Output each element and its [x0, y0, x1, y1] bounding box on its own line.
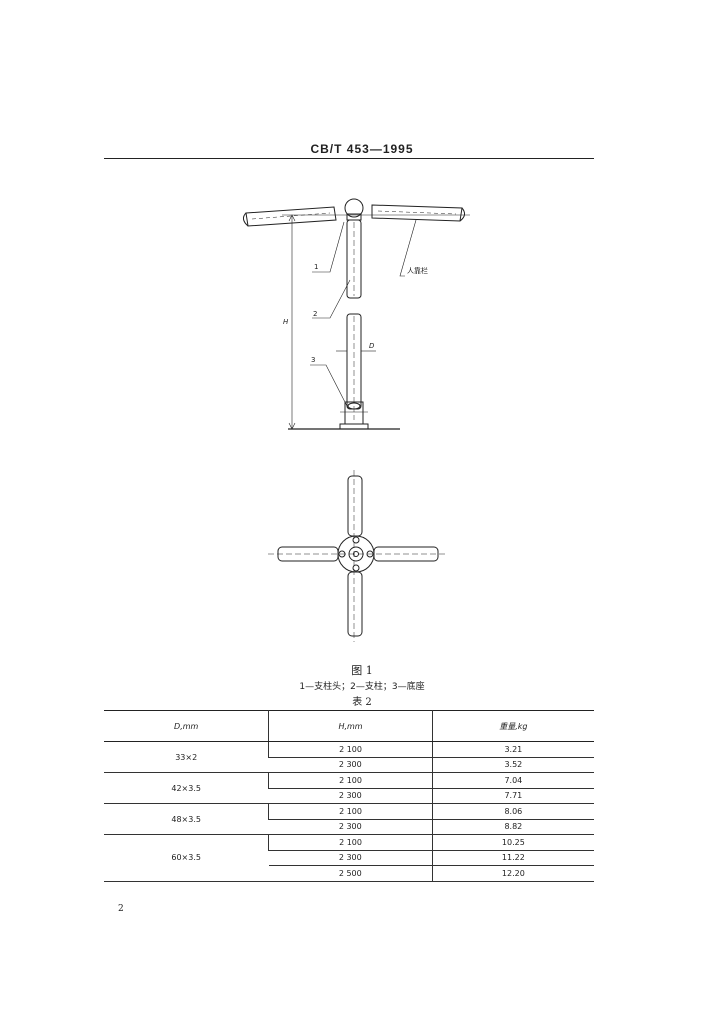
part-label-3: 3	[311, 356, 315, 364]
figure-legend: 1—支柱头；2—支柱；3—底座	[299, 682, 425, 692]
header-weight: 重量,kg	[431, 710, 594, 742]
height-cell: 2 300	[268, 757, 433, 773]
height-cell: 2 500	[268, 865, 433, 882]
height-cell: 2 300	[268, 850, 433, 866]
diameter-cell: 42×3.5	[104, 772, 269, 804]
table-row: 2 300 7.71	[104, 788, 594, 804]
diameter-dimension-label: D	[369, 342, 375, 350]
table-row: 42×3.5 2 100 7.04	[104, 772, 594, 804]
part-label-2: 2	[313, 310, 317, 318]
height-cell: 2 100	[268, 772, 433, 789]
table-row: 48×3.5 2 100 8.06	[104, 803, 594, 835]
height-cell: 2 300	[268, 788, 433, 804]
weight-cell: 7.71	[431, 788, 594, 804]
weight-cell: 8.82	[431, 819, 594, 835]
height-dimension-label: H	[283, 318, 289, 326]
table-title: 表 2	[352, 697, 372, 708]
height-cell: 2 100	[268, 803, 433, 820]
weight-cell: 12.20	[431, 865, 594, 882]
height-cell: 2 100	[268, 834, 433, 851]
document-header-title: CB/T 453—1995	[310, 142, 414, 156]
table-row: 2 300 8.82	[104, 819, 594, 835]
height-cell: 2 300	[268, 819, 433, 835]
weight-cell: 8.06	[431, 803, 594, 820]
weight-cell: 7.04	[431, 772, 594, 789]
diameter-cell: 33×2	[104, 741, 269, 773]
diameter-cell: 48×3.5	[104, 803, 269, 835]
table-row: 2 500 12.20	[104, 865, 594, 882]
table-header-row: D,mm H,mm 重量,kg	[104, 710, 594, 742]
diameter-cell: 60×3.5	[104, 834, 269, 882]
table-row: 33×2 2 100 3.21	[104, 741, 594, 773]
table-row: 2 300 11.22	[104, 850, 594, 866]
header-rule	[104, 158, 594, 159]
figure-1-drawing: 1 2 3 H D 人靠栏	[242, 198, 470, 642]
header-diameter: D,mm	[104, 710, 269, 742]
page-number: 2	[118, 904, 124, 914]
part-label-1: 1	[314, 263, 318, 271]
header-height: H,mm	[268, 710, 433, 742]
weight-cell: 3.21	[431, 741, 594, 758]
table-row: 60×3.5 2 100 10.25	[104, 834, 594, 882]
table-row: 2 300 3.52	[104, 757, 594, 773]
dimension-weight-table: D,mm H,mm 重量,kg 33×2 2 100 3.21 2 300 3.…	[104, 710, 594, 882]
weight-cell: 11.22	[431, 850, 594, 866]
weight-cell: 10.25	[431, 834, 594, 851]
weight-cell: 3.52	[431, 757, 594, 773]
figure-caption: 图 1	[351, 664, 373, 677]
height-cell: 2 100	[268, 741, 433, 758]
guardrail-label: 人靠栏	[407, 266, 428, 275]
